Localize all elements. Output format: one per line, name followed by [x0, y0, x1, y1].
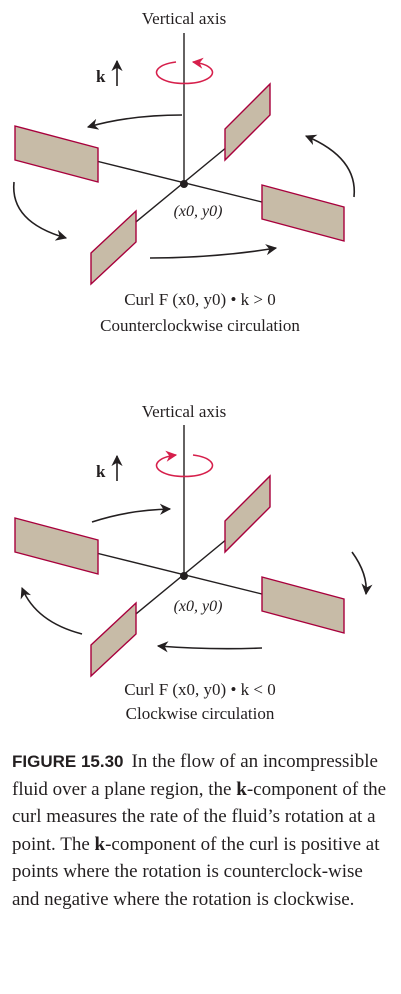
- curl-negative-diagram: Vertical axis k (x0, y0) Curl F (x0, y0)…: [14, 402, 373, 723]
- rotation-arrow-ccw: [155, 57, 214, 85]
- curl-positive-diagram: Vertical axis k (x0, y0) Curl F (x0, y0)…: [13, 9, 356, 335]
- horizontal-axis-1: [83, 549, 275, 598]
- circulation-label: Clockwise circulation: [126, 704, 275, 723]
- rotation-arrow-cw: [155, 450, 214, 478]
- center-point: [180, 572, 188, 580]
- caption-bold-k-2: k: [94, 833, 106, 855]
- figure-bottom: Vertical axis k (x0, y0) Curl F (x0, y0)…: [0, 392, 401, 752]
- flow-arrow-left: [13, 181, 68, 241]
- flow-arrow-left: [20, 586, 83, 635]
- flow-arrow-right: [304, 134, 356, 198]
- paddle-front: [90, 209, 137, 286]
- caption-text-3: -component of the curl is positive at po…: [12, 833, 380, 910]
- caption-bold-k-1: k: [236, 778, 247, 800]
- caption-text-2: -component of the curl measures the rate…: [12, 778, 387, 855]
- vertical-axis-label: Vertical axis: [142, 402, 227, 421]
- point-label: (x0, y0): [174, 203, 223, 220]
- curl-condition: Curl F (x0, y0) • k < 0: [124, 680, 276, 699]
- figure-label: FIGURE 15.30: [12, 752, 124, 771]
- curl-condition: Curl F (x0, y0) • k > 0: [124, 290, 276, 309]
- k-label: k: [96, 67, 106, 86]
- paddle-back: [224, 474, 271, 554]
- paddle-left: [14, 125, 99, 183]
- paddle-front: [90, 601, 137, 678]
- center-point: [180, 180, 188, 188]
- vertical-axis-label: Vertical axis: [142, 9, 227, 28]
- paddle-left: [14, 517, 99, 575]
- flow-arrow-bottom: [156, 641, 263, 653]
- flow-arrow-bottom: [149, 244, 278, 259]
- paddle-right: [261, 184, 345, 242]
- caption-text-1: In the flow of an incompressible fluid o…: [12, 751, 378, 800]
- flow-arrow-top: [86, 114, 183, 130]
- horizontal-axis-1: [83, 157, 275, 206]
- k-label: k: [96, 462, 106, 481]
- paddle-back: [224, 82, 271, 162]
- circulation-label: Counterclockwise circulation: [100, 316, 300, 335]
- flow-arrow-right: [351, 551, 373, 596]
- flow-arrow-top: [91, 503, 172, 523]
- point-label: (x0, y0): [174, 598, 223, 615]
- figure-top: Vertical axis k (x0, y0) Curl F (x0, y0)…: [0, 0, 401, 360]
- paddle-right: [261, 576, 345, 634]
